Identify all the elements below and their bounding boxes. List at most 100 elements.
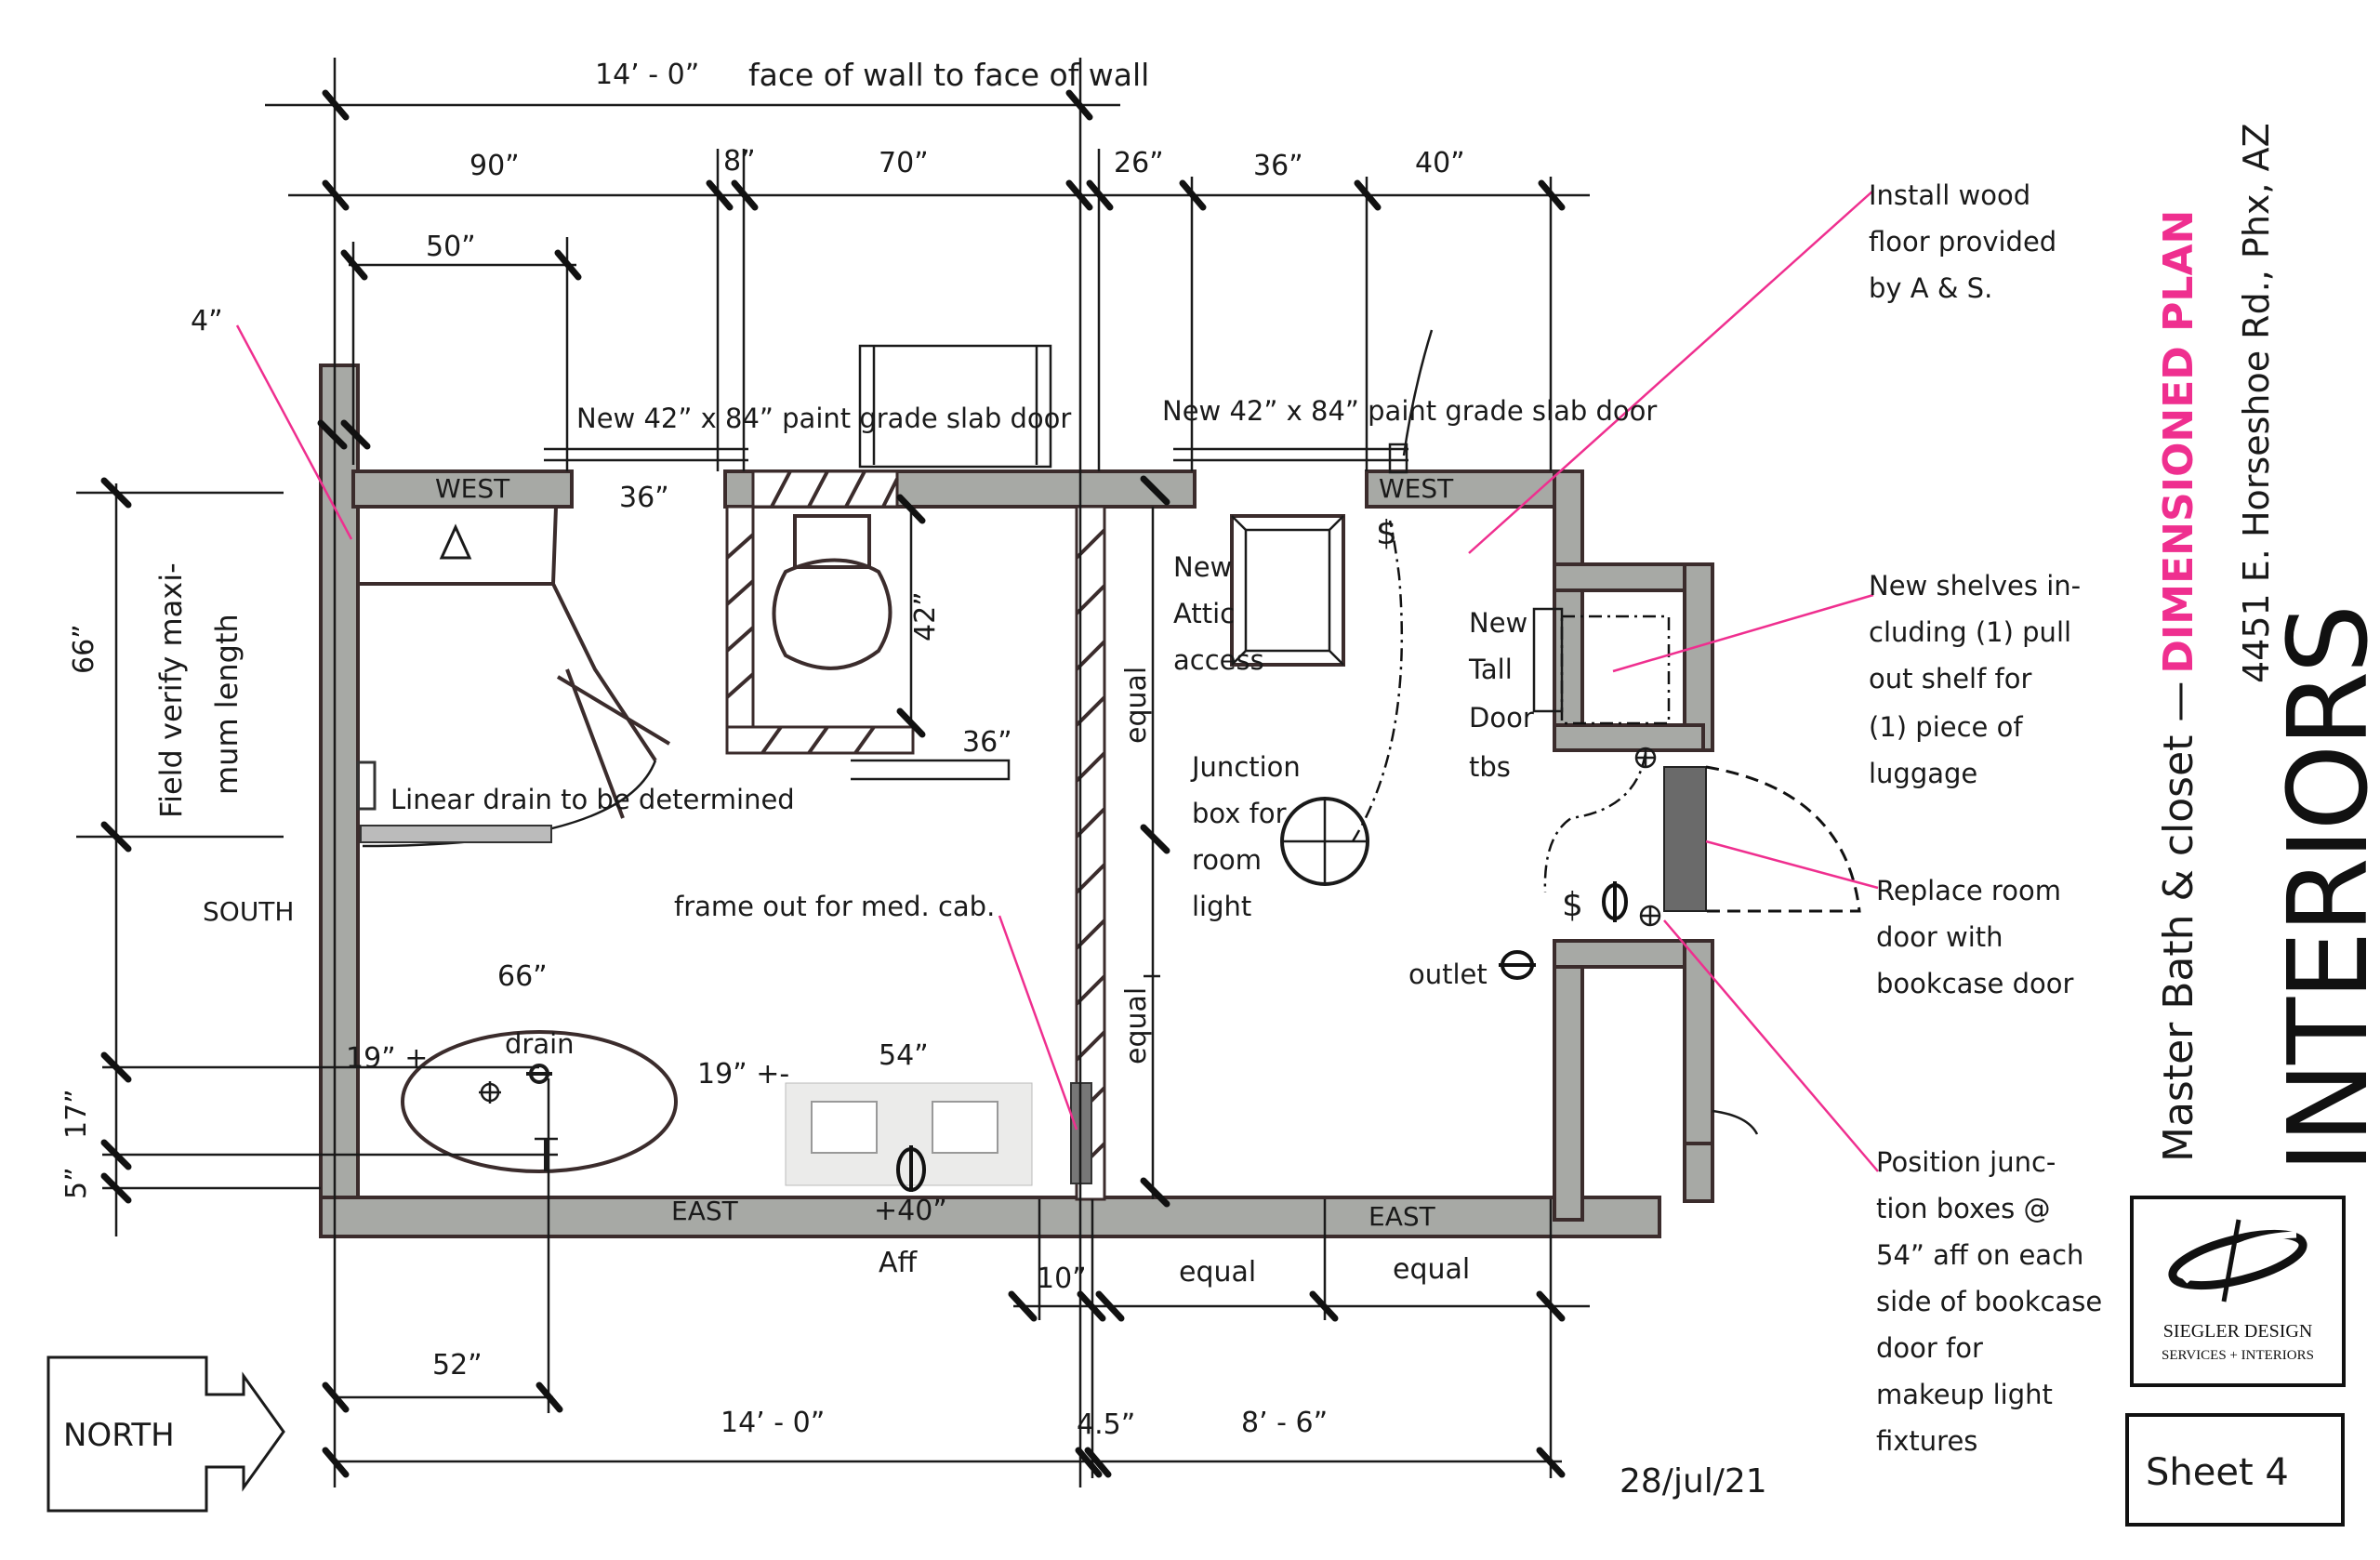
note-shelves-3: out shelf for: [1869, 663, 2031, 694]
dim-66-tub: 66”: [497, 960, 548, 993]
wall-label-south: SOUTH: [203, 896, 294, 927]
fixtures: [356, 329, 1861, 1199]
tp-holder: [851, 759, 1011, 781]
toilet-icon: [772, 558, 892, 670]
dim-54: 54”: [879, 1039, 929, 1072]
note-shelves-2: cluding (1) pull: [1869, 616, 2071, 648]
dim-42: 42”: [909, 591, 942, 641]
note-frame-med-cab: frame out for med. cab.: [674, 891, 995, 922]
note-junction-boxes-1: Position junc-: [1876, 1146, 2056, 1178]
north-label: NORTH: [63, 1417, 175, 1454]
title-main-text: Master Bath & closet: [2155, 735, 2202, 1162]
note-junction-1: Junction: [1190, 751, 1301, 783]
title-separator: —: [2155, 681, 2202, 735]
toilet-tank: [793, 514, 871, 569]
switch-symbol-1: $: [1376, 514, 1397, 552]
sheet-number: Sheet 4: [2146, 1451, 2289, 1494]
bookcase-wire: [1543, 752, 1647, 893]
note-wood-floor-3: by A & S.: [1869, 272, 1992, 304]
dim-overall-bottom-left: 14’ - 0”: [721, 1407, 825, 1439]
dim-5: 5”: [60, 1167, 93, 1199]
note-junction-boxes-6: makeup light: [1876, 1379, 2053, 1410]
wall-label-west-right: WEST: [1379, 473, 1454, 504]
linear-drain-icon: [360, 825, 552, 843]
dim-36-wc: 36”: [962, 726, 1012, 759]
dimension-ticks: [100, 89, 1566, 1478]
note-junction-boxes-5: door for: [1876, 1332, 1983, 1364]
east-wall: [319, 1196, 1661, 1238]
wc-wall-bottom: [725, 725, 915, 755]
note-shelves-1: New shelves in-: [1869, 570, 2081, 602]
closet-niche-bottom: [1553, 723, 1705, 752]
west-wall-left: [351, 469, 574, 509]
bookcase-door: [1663, 766, 1707, 912]
note-shelves-5: luggage: [1869, 758, 1977, 789]
note-tall-door-3: Door: [1469, 702, 1534, 734]
title-accent: DIMENSIONED PLAN: [2155, 210, 2202, 674]
bookcase-door-swing: [1705, 765, 1861, 913]
closet-niche-right: [1683, 562, 1714, 752]
dim-equal-v1: equal: [1120, 667, 1153, 744]
north-arrow-icon: [46, 1355, 285, 1513]
note-attic-3: access: [1173, 644, 1264, 676]
note-tall-door-2: Tall: [1468, 654, 1513, 685]
plan-notes: New 42” x 84” paint grade slab door New …: [63, 179, 2102, 1501]
dim-equal-b2: equal: [1393, 1253, 1470, 1286]
plan-labels: WEST WEST EAST EAST SOUTH: [203, 473, 1454, 1232]
attic-access: [1230, 514, 1345, 667]
shower-enclosure: [358, 506, 657, 762]
note-junction-boxes-4: side of bookcase: [1876, 1286, 2102, 1317]
dim-19-right: 19” +-: [697, 1058, 789, 1091]
note-attic-2: Attic: [1173, 598, 1235, 629]
shower-head-icon: [439, 523, 472, 560]
closet-lower-niche: [1553, 939, 1705, 969]
dimension-lines: [76, 58, 1590, 1487]
swoosh-logo-icon: [2168, 1219, 2307, 1302]
closet-niche-top: [1553, 562, 1705, 592]
brand-company-line1: SIEGLER DESIGN: [2163, 1321, 2313, 1342]
closet-door-arc: [1402, 329, 1434, 456]
dim-equal-b1: equal: [1179, 1256, 1256, 1289]
bathtub-icon: [401, 1030, 678, 1173]
closet-lower-niche-right: [1683, 939, 1714, 1203]
dim-4-5: 4.5”: [1077, 1408, 1135, 1441]
dim-plus40: +40”: [874, 1195, 947, 1227]
note-drain: drain: [505, 1028, 575, 1060]
title-main: Master Bath & closet — DIMENSIONED PLAN: [2155, 210, 2202, 1162]
dim-aff: Aff: [879, 1247, 919, 1279]
title-block: Master Bath & closet — DIMENSIONED PLAN 4…: [2125, 123, 2380, 1527]
note-tall-door-1: New: [1469, 607, 1527, 639]
note-wood-floor-1: Install wood: [1869, 179, 2030, 211]
dim-90: 90”: [469, 150, 520, 182]
note-junction-boxes-7: fixtures: [1876, 1425, 1977, 1457]
closet-wall-upper: [1553, 469, 1584, 743]
note-replace-door-3: bookcase door: [1876, 968, 2073, 999]
dim-66-left: 66”: [68, 624, 100, 674]
closet-wall-lower: [1553, 939, 1584, 1222]
dim-overall-top-note: face of wall to face of wall: [748, 57, 1149, 93]
dim-17: 17”: [60, 1089, 93, 1139]
note-replace-door-1: Replace room: [1876, 875, 2061, 906]
lower-closet-door: [1712, 1109, 1759, 1135]
brand-wordmark: INTERIORS: [2264, 607, 2380, 1173]
sink-left-icon: [811, 1101, 878, 1154]
plan-date: 28/jul/21: [1620, 1462, 1767, 1501]
dim-52: 52”: [432, 1349, 483, 1382]
dim-8: 8”: [723, 145, 756, 178]
wall-label-west-left: WEST: [435, 473, 510, 504]
dim-19-left: 19” +: [346, 1042, 428, 1075]
bench: [858, 344, 1052, 469]
dim-40: 40”: [1415, 147, 1465, 179]
title-address: 4451 E. Horseshoe Rd., Phx, AZ: [2236, 123, 2277, 683]
dim-overall-top: 14’ - 0”: [595, 59, 699, 91]
note-tall-door-4: tbs: [1469, 751, 1511, 783]
note-replace-door-2: door with: [1876, 921, 2003, 953]
note-outlet: outlet: [1408, 958, 1488, 990]
sheet-box: [2125, 1413, 2345, 1527]
walls: [319, 364, 1714, 1238]
note-attic-1: New: [1173, 551, 1232, 583]
note-junction-boxes-2: tion boxes @: [1876, 1193, 2050, 1224]
note-field-verify-1: Field verify maxi-: [153, 562, 189, 818]
dimension-labels: 14’ - 0” face of wall to face of wall 90…: [60, 57, 1470, 1441]
